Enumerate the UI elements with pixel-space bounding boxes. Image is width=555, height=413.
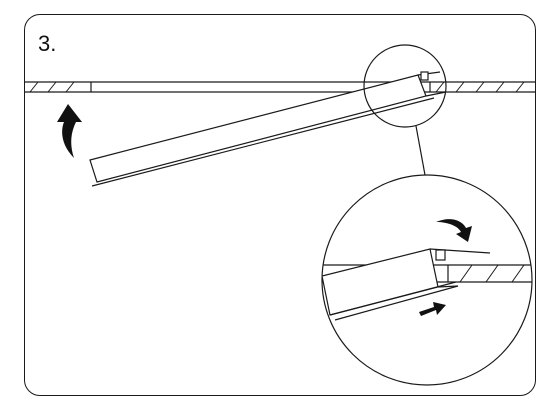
detail-circle-small <box>363 44 447 128</box>
ceiling-board <box>24 81 536 93</box>
callout-connector <box>415 125 426 176</box>
ceiling-hatching-left <box>29 81 75 93</box>
tilted-panel <box>89 71 447 187</box>
step-number: 3. <box>38 31 57 56</box>
ceiling-hatching-right <box>435 81 525 93</box>
curved-up-arrow-icon <box>57 104 82 158</box>
zoomed-detail <box>322 248 532 321</box>
right-arrow-icon <box>419 302 446 316</box>
curved-down-arrow-icon <box>436 219 472 242</box>
